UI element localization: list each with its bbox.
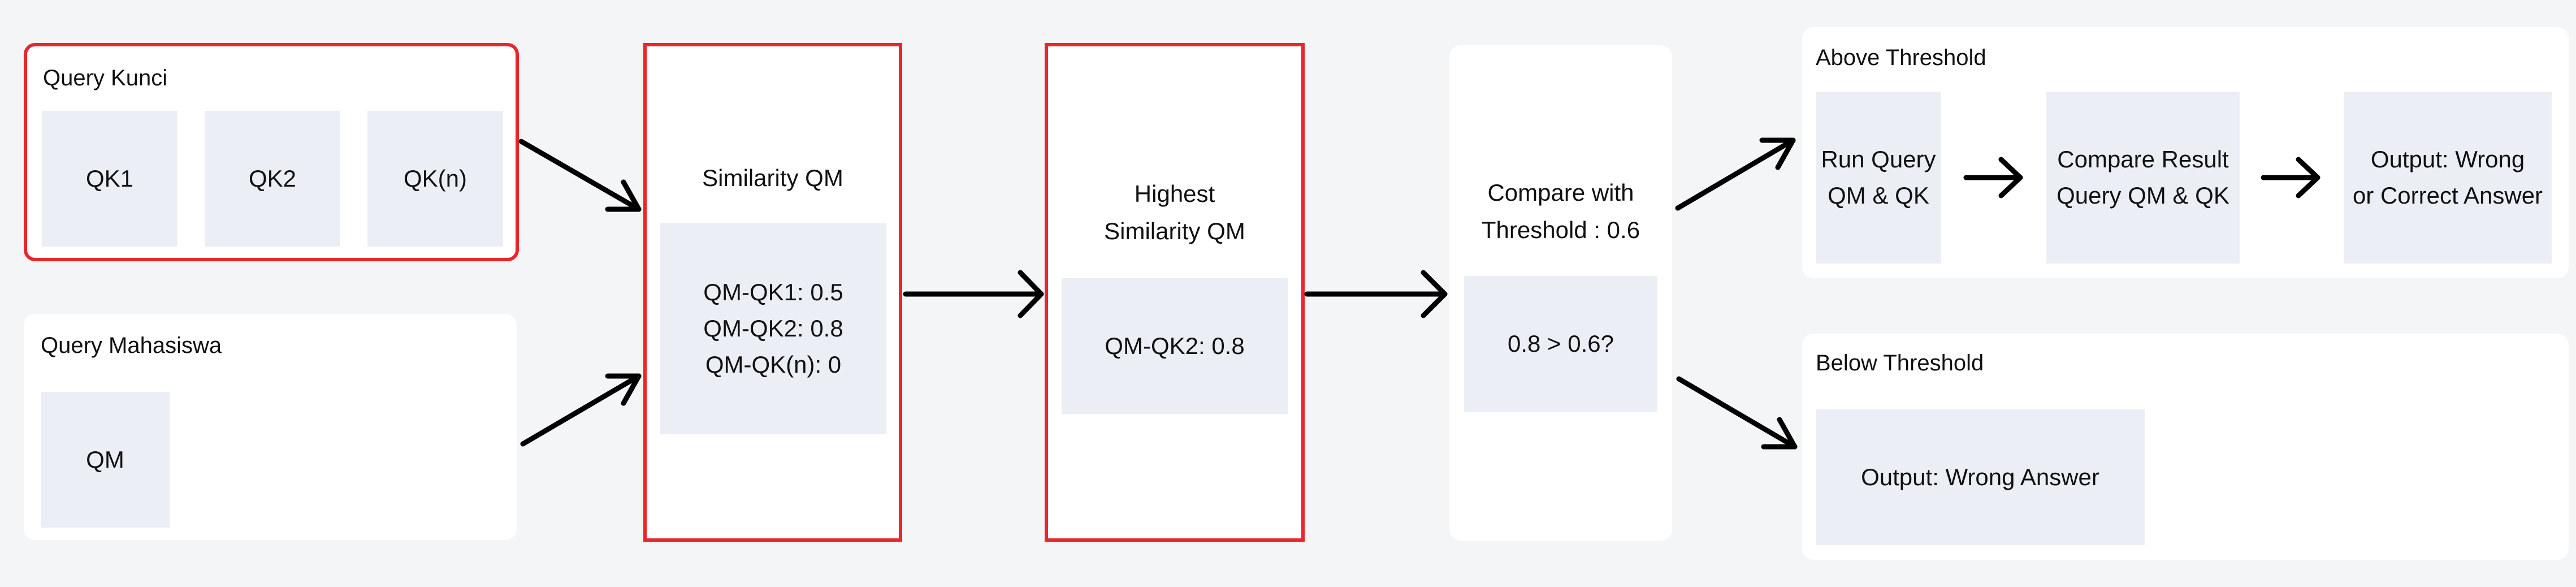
similarity-value-qk1: QM-QK1: 0.5 bbox=[703, 279, 843, 305]
similarity-value-qkn: QM-QK(n): 0 bbox=[705, 351, 842, 378]
arrow-qk-to-similarity bbox=[518, 139, 642, 212]
arrow-qm-to-similarity bbox=[520, 373, 642, 447]
above-threshold-panel: Above Threshold Run Query QM & QK Compar… bbox=[1802, 27, 2569, 278]
output-line-1: Output: Wrong bbox=[2370, 146, 2525, 172]
query-mahasiswa-panel: Query Mahasiswa QM bbox=[24, 314, 517, 540]
qk1-node: QK1 bbox=[42, 111, 177, 247]
qk2-node: QK2 bbox=[205, 111, 340, 247]
arrow-compare-to-above bbox=[1675, 137, 1796, 211]
compare-threshold-title: Compare with Threshold : 0.6 bbox=[1449, 174, 1672, 249]
arrow-similarity-to-highest bbox=[903, 270, 1044, 318]
arrow-compare-to-below bbox=[1676, 376, 1798, 450]
compare-result-node: Compare Result Query QM & QK bbox=[2046, 92, 2240, 264]
highest-similarity-value: QM-QK2: 0.8 bbox=[1062, 278, 1288, 414]
arrow-highest-to-compare bbox=[1304, 270, 1448, 318]
compare-result-line-2: Query QM & QK bbox=[2057, 182, 2229, 209]
similarity-values: QM-QK1: 0.5 QM-QK2: 0.8 QM-QK(n): 0 bbox=[660, 223, 886, 434]
similarity-value-qk2: QM-QK2: 0.8 bbox=[703, 315, 843, 342]
highest-title-line-2: Similarity QM bbox=[1104, 218, 1245, 244]
query-kunci-title: Query Kunci bbox=[43, 66, 168, 90]
output-wrong-answer-node: Output: Wrong Answer bbox=[1816, 409, 2145, 545]
above-threshold-title: Above Threshold bbox=[1816, 45, 1986, 70]
arrow-compare-result-to-output bbox=[2261, 157, 2320, 198]
run-query-node: Run Query QM & QK bbox=[1816, 92, 1941, 264]
below-threshold-title: Below Threshold bbox=[1816, 351, 1984, 375]
query-kunci-panel: Query Kunci QK1 QK2 QK(n) bbox=[24, 43, 519, 261]
qm-node: QM bbox=[41, 392, 170, 528]
output-wrong-or-correct-node: Output: Wrong or Correct Answer bbox=[2344, 92, 2552, 264]
similarity-title: Similarity QM bbox=[702, 165, 843, 191]
compare-title-line-1: Compare with bbox=[1487, 179, 1634, 206]
compare-threshold-value: 0.8 > 0.6? bbox=[1464, 276, 1657, 412]
highest-similarity-panel: Highest Similarity QM QM-QK2: 0.8 bbox=[1045, 43, 1305, 542]
run-query-line-1: Run Query bbox=[1821, 146, 1936, 172]
run-query-line-2: QM & QK bbox=[1828, 182, 1929, 209]
compare-result-line-1: Compare Result bbox=[2057, 146, 2229, 172]
highest-similarity-title: Highest Similarity QM bbox=[1048, 175, 1301, 250]
highest-title-line-1: Highest bbox=[1134, 180, 1215, 207]
query-mahasiswa-title: Query Mahasiswa bbox=[41, 333, 222, 358]
arrow-run-to-compare-result bbox=[1963, 157, 2023, 198]
similarity-panel: Similarity QM QM-QK1: 0.5 QM-QK2: 0.8 QM… bbox=[643, 43, 902, 542]
output-line-2: or Correct Answer bbox=[2352, 182, 2543, 209]
below-threshold-panel: Below Threshold Output: Wrong Answer bbox=[1802, 334, 2569, 560]
compare-title-line-2: Threshold : 0.6 bbox=[1481, 217, 1640, 243]
qkn-node: QK(n) bbox=[367, 111, 503, 247]
compare-threshold-panel: Compare with Threshold : 0.6 0.8 > 0.6? bbox=[1449, 45, 1672, 541]
